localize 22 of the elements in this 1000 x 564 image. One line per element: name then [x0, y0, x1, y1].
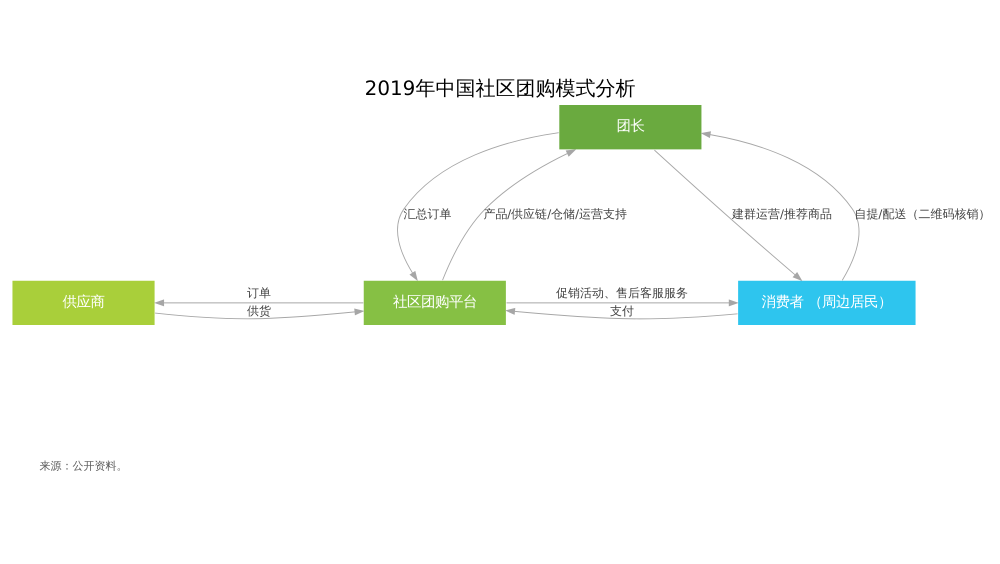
arrow — [154, 308, 364, 319]
arrow — [397, 132, 560, 281]
node-box: 供应商 — [12, 279, 156, 326]
edge-label: 促销活动、售后客服服务 — [556, 285, 688, 300]
arrow — [154, 298, 364, 306]
arrow — [442, 148, 576, 280]
edge-label: 产品/供应链/仓储/运营支持 — [483, 206, 628, 221]
arrow — [506, 298, 739, 306]
edge-label: 自提/配送（二维码核销） — [854, 206, 990, 221]
arrow — [654, 149, 802, 281]
edge-label: 供货 — [247, 304, 272, 318]
node-box: 社区团购平台 — [362, 279, 507, 326]
edge-label: 汇总订单 — [404, 206, 452, 221]
node-box: 团长 — [558, 104, 702, 150]
arrow — [505, 307, 738, 319]
arrow — [700, 130, 860, 280]
edge-label: 建群运营/推荐商品 — [732, 206, 832, 221]
edge-label: 订单 — [247, 285, 272, 300]
edge-label: 支付 — [610, 304, 634, 318]
caption: 来源：公开资料。 — [40, 459, 128, 472]
diagram-title: 2019年中国社区团购模式分析 — [364, 76, 636, 100]
node-box: 消费者 （周边居民） — [737, 279, 916, 326]
